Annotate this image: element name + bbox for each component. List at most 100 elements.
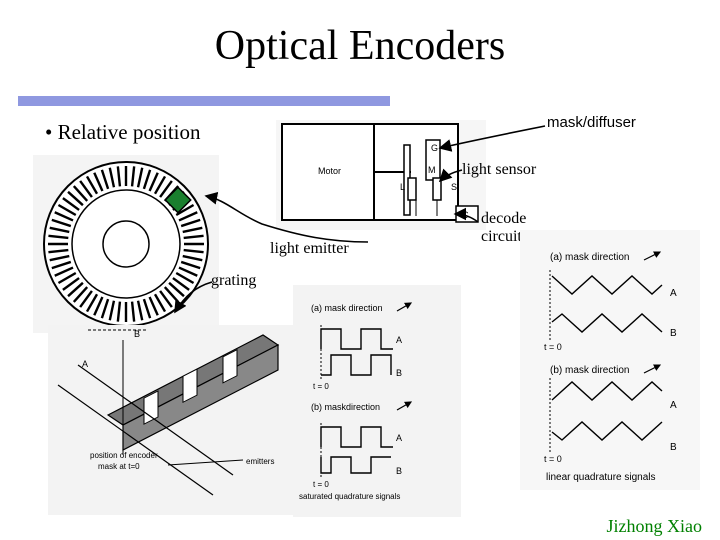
disk-slot xyxy=(49,254,70,262)
disk-slot xyxy=(51,260,72,270)
lin-b-B: B xyxy=(670,442,677,453)
sat-b-B: B xyxy=(396,466,402,476)
disk-slot xyxy=(172,277,190,291)
author-name: Jizhong Xiao xyxy=(606,516,702,536)
disk-slot xyxy=(93,172,104,192)
l-label: L xyxy=(400,182,405,192)
disk-slot xyxy=(108,167,116,188)
bullet-text: Relative position xyxy=(57,120,201,144)
mask-fig-position-line1: position of encoder xyxy=(90,451,158,460)
motor-label: Motor xyxy=(318,166,341,176)
sat-b-label: (b) maskdirection xyxy=(311,402,380,412)
m-label: M xyxy=(428,165,436,175)
disk-slot xyxy=(48,248,69,254)
disk-slot xyxy=(148,172,159,192)
disk-slot xyxy=(108,300,116,321)
disk-slot xyxy=(54,266,74,277)
linear-quadrature-figure: (a) mask direction A B t = 0 (b) mask di… xyxy=(520,230,700,490)
disk-slot xyxy=(85,293,99,313)
disk-slot xyxy=(79,180,93,198)
light-sensor-pointer xyxy=(438,168,463,183)
lin-b-label: (b) mask direction xyxy=(550,365,629,376)
sat-caption: saturated quadrature signals xyxy=(299,492,400,501)
disk-slot xyxy=(178,211,198,222)
mask-fig-emitters-label: emitters xyxy=(246,457,274,466)
disk-slot xyxy=(142,169,152,190)
disk-slot xyxy=(153,175,167,195)
disk-slot xyxy=(175,271,195,285)
disk-slot xyxy=(54,211,74,222)
disk-slot xyxy=(153,293,167,313)
sat-a-A: A xyxy=(396,335,402,345)
disk-slot xyxy=(100,169,110,190)
disk-slot xyxy=(168,281,185,298)
disk-slot xyxy=(175,203,195,217)
disk-slot xyxy=(116,166,122,187)
disk-slot xyxy=(49,226,70,234)
disk-slot xyxy=(62,197,80,211)
grating-pointer xyxy=(174,281,213,314)
disk-slot xyxy=(136,167,144,188)
mask-fig-position-line2: mask at t=0 xyxy=(98,462,140,471)
light-emitter-led xyxy=(164,186,192,214)
disk-slot xyxy=(72,286,89,303)
lin-b-t0: t = 0 xyxy=(544,454,562,464)
disk-slot xyxy=(178,266,198,277)
disk-slot xyxy=(85,175,99,195)
disk-slot xyxy=(148,296,159,316)
sat-b-t0: t = 0 xyxy=(313,480,329,489)
disk-slot xyxy=(57,271,77,285)
disk-slot xyxy=(62,277,80,291)
sat-a-B: B xyxy=(396,368,402,378)
disk-slot xyxy=(180,218,201,228)
disk-slot xyxy=(93,296,104,316)
disk-slot xyxy=(159,180,173,198)
disk-slot xyxy=(183,234,204,240)
disk-slot xyxy=(67,190,84,207)
disk-slot xyxy=(142,298,152,319)
s-label: S xyxy=(451,182,457,192)
disk-slot xyxy=(116,301,122,322)
mask-diffuser-label: mask/diffuser xyxy=(547,114,636,131)
disk-slot xyxy=(100,298,110,319)
sat-a-t0: t = 0 xyxy=(313,382,329,391)
disk-slot xyxy=(79,290,93,308)
disk-slot xyxy=(57,203,77,217)
disk-slot xyxy=(182,226,203,234)
decode-circuitry-pointer xyxy=(453,207,479,223)
disk-slot xyxy=(130,166,136,187)
mask-diffuser-pointer xyxy=(438,125,546,152)
disk-slot xyxy=(130,301,136,322)
grating-label: grating xyxy=(211,272,257,289)
light-sensor-label: light sensor xyxy=(462,161,537,178)
lin-a-B: B xyxy=(670,328,677,339)
lin-a-label: (a) mask direction xyxy=(550,252,629,263)
disk-slot xyxy=(159,290,173,308)
disk-slot xyxy=(136,300,144,321)
g-label: G xyxy=(431,143,438,153)
disk-slot xyxy=(51,218,72,228)
slide-title: Optical Encoders xyxy=(214,23,506,69)
lin-a-t0: t = 0 xyxy=(544,342,562,352)
disk-slot xyxy=(180,260,201,270)
disk-slot xyxy=(182,254,203,262)
light-emitter-label: light emitter xyxy=(270,240,349,257)
mask-fig-a-label: A xyxy=(82,359,88,369)
disk-slot xyxy=(72,185,89,202)
light-emitter-pointer xyxy=(204,191,369,243)
title-underline-bar xyxy=(18,96,390,106)
decode-line: decode xyxy=(481,210,527,227)
disk-slot xyxy=(183,248,204,254)
lin-caption: linear quadrature signals xyxy=(546,472,656,483)
mask-fig-b-label: B xyxy=(134,329,140,339)
disk-slot xyxy=(48,234,69,240)
mask-perspective-figure: B A position of encoder mask at t=0 emit… xyxy=(48,325,293,515)
bullet-relative-position: • Relative position xyxy=(45,120,201,144)
lin-b-A: A xyxy=(670,400,677,411)
sat-b-A: A xyxy=(396,433,402,443)
saturated-quadrature-figure: (a) mask direction A B t = 0 (b) maskdir… xyxy=(293,285,461,517)
disk-slot xyxy=(67,281,84,298)
lin-a-A: A xyxy=(670,288,677,299)
sat-a-label: (a) mask direction xyxy=(311,303,383,313)
